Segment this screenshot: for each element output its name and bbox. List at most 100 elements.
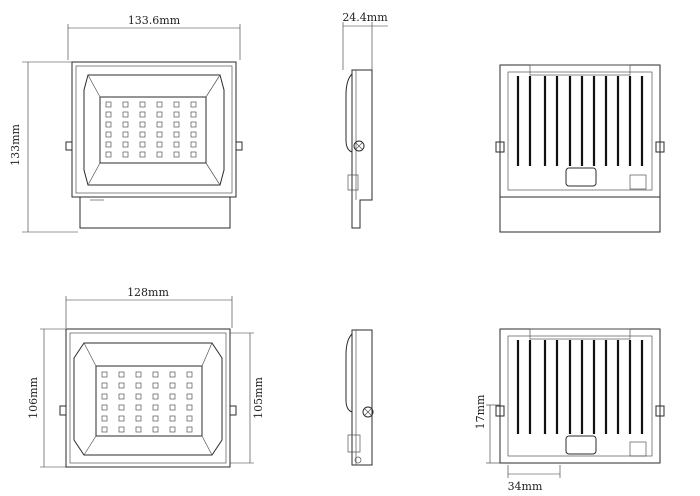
led-chip (156, 101, 163, 108)
led-chip (190, 141, 197, 148)
label-105mm: 105mm (252, 377, 265, 419)
led-chip (173, 111, 180, 118)
led-chip (101, 382, 108, 389)
led-chip (169, 393, 176, 400)
heat-sink-fins-small (516, 340, 644, 434)
led-chip (169, 415, 176, 422)
front-view-large (65, 61, 243, 229)
led-chip (135, 371, 142, 378)
led-chip (156, 131, 163, 138)
led-panel (99, 96, 207, 164)
led-chip (118, 426, 125, 433)
side-knob (353, 140, 365, 152)
led-chip (139, 151, 146, 158)
led-chip (139, 121, 146, 128)
led-chip (186, 426, 193, 433)
led-chip (190, 151, 197, 158)
mount-bracket (79, 197, 231, 229)
rear-bracket (499, 197, 661, 233)
front-view-small (59, 328, 237, 468)
led-chip (122, 101, 129, 108)
led-chip (139, 131, 146, 138)
led-chip (152, 415, 159, 422)
led-chip (135, 415, 142, 422)
right-mount-knob (235, 141, 243, 151)
led-chip (118, 404, 125, 411)
led-chip (118, 382, 125, 389)
label-24-4mm: 24.4mm (342, 11, 388, 24)
dimension-bottom-width: 128mm (65, 286, 233, 328)
label-133mm: 133mm (9, 124, 22, 166)
lens-frame (83, 74, 225, 186)
led-chip (135, 426, 142, 433)
led-chip (156, 111, 163, 118)
label-34mm: 34mm (508, 480, 543, 493)
led-chip (173, 101, 180, 108)
left-mount-knob (65, 141, 73, 151)
led-chip (118, 371, 125, 378)
label-106mm: 106mm (27, 377, 40, 419)
led-chip (105, 111, 112, 118)
led-chip (101, 404, 108, 411)
label-133-6mm: 133.6mm (128, 14, 181, 27)
rear-view-small (495, 328, 665, 464)
label-128mm: 128mm (127, 286, 169, 299)
led-chip (169, 382, 176, 389)
led-grid-small (101, 371, 193, 433)
led-chip (139, 141, 146, 148)
led-chip (152, 426, 159, 433)
led-chip (169, 426, 176, 433)
led-chip (105, 151, 112, 158)
cable-box (565, 167, 597, 187)
led-chip (169, 371, 176, 378)
rear-housing (499, 64, 661, 198)
left-mount-knob-small (59, 405, 67, 416)
rear-view-large (495, 64, 665, 233)
led-panel-small (95, 365, 203, 437)
led-chip (173, 141, 180, 148)
led-chip (190, 131, 197, 138)
led-chip (152, 393, 159, 400)
dimension-top-height: 133mm (9, 61, 78, 233)
led-chip (156, 121, 163, 128)
led-chip (186, 404, 193, 411)
rear-right-knob (655, 141, 665, 153)
cable-box-small (565, 435, 597, 455)
side-view-small (345, 329, 374, 466)
label-17mm: 17mm (474, 394, 487, 429)
side-body-small (351, 329, 373, 466)
rear-left-knob (495, 141, 505, 153)
led-chip (122, 131, 129, 138)
led-chip (156, 141, 163, 148)
led-chip (139, 111, 146, 118)
led-chip (169, 404, 176, 411)
led-chip (190, 121, 197, 128)
dimension-top-width: 133.6mm (67, 14, 241, 60)
led-chip (101, 415, 108, 422)
led-chip (101, 393, 108, 400)
led-chip (139, 101, 146, 108)
led-chip (190, 101, 197, 108)
led-chip (122, 111, 129, 118)
side-knob-small (362, 406, 374, 418)
led-chip (105, 121, 112, 128)
led-chip (186, 415, 193, 422)
led-chip (190, 111, 197, 118)
led-chip (152, 404, 159, 411)
housing-outline (71, 61, 237, 198)
led-chip (105, 131, 112, 138)
rear-housing-small (499, 328, 661, 464)
led-chip (186, 382, 193, 389)
dimension-mount-height: 17mm (474, 394, 500, 464)
led-chip (101, 426, 108, 433)
led-chip (118, 393, 125, 400)
led-chip (122, 121, 129, 128)
led-chip (122, 141, 129, 148)
led-chip (122, 151, 129, 158)
rear-left-knob-small (495, 405, 505, 417)
led-grid (105, 101, 197, 158)
housing-outline-small (65, 328, 231, 468)
led-chip (101, 371, 108, 378)
